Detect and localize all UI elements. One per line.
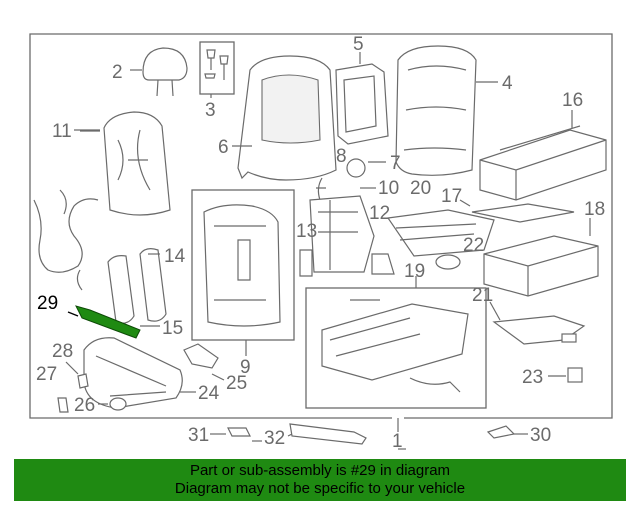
diagram-outer-frame xyxy=(29,33,613,419)
callout-17[interactable]: 17 xyxy=(441,186,462,207)
callout-4[interactable]: 4 xyxy=(502,73,513,94)
callout-1[interactable]: 1 xyxy=(392,431,403,452)
callout-11[interactable]: 11 xyxy=(52,121,72,142)
callout-6[interactable]: 6 xyxy=(218,137,229,158)
banner-line-1: Part or sub-assembly is #29 in diagram xyxy=(189,462,451,479)
banner-line-2: Diagram may not be specific to your vehi… xyxy=(174,480,466,497)
callout-16[interactable]: 16 xyxy=(562,90,583,111)
part-seatback-frame xyxy=(232,55,337,181)
part-side-shield xyxy=(83,337,196,409)
callout-3[interactable]: 3 xyxy=(205,100,216,121)
part-recliner-components xyxy=(316,158,386,201)
callout-21[interactable]: 21 xyxy=(472,285,493,306)
part-side-trim xyxy=(107,248,167,324)
part-cushion-cover xyxy=(479,110,607,201)
callout-leaders xyxy=(80,130,406,450)
part-26-knob xyxy=(109,397,127,411)
callout-7[interactable]: 7 xyxy=(390,153,401,174)
callout-5[interactable]: 5 xyxy=(353,34,364,55)
callout-31[interactable]: 31 xyxy=(188,425,209,446)
part-32-trim xyxy=(287,423,367,445)
callout-26[interactable]: 26 xyxy=(74,395,95,416)
part-headrest-guides xyxy=(199,41,235,98)
part-wiring-harness xyxy=(33,189,99,291)
part-31-clip xyxy=(210,427,251,437)
part-seatback-cover xyxy=(395,45,498,176)
part-27-cap xyxy=(57,397,69,413)
callout-22[interactable]: 22 xyxy=(463,235,484,256)
part-23-module xyxy=(567,367,583,383)
callout-12[interactable]: 12 xyxy=(369,203,390,224)
part-29-highlighted xyxy=(67,305,141,339)
callout-10[interactable]: 10 xyxy=(378,178,399,199)
part-headrest xyxy=(130,47,188,97)
part-22-small xyxy=(435,254,461,270)
callout-13[interactable]: 13 xyxy=(296,221,317,242)
callout-27[interactable]: 27 xyxy=(36,364,57,385)
part-track-assembly xyxy=(299,195,395,277)
part-seatback-panel xyxy=(335,52,389,145)
callout-19[interactable]: 19 xyxy=(404,261,425,282)
part-seat-adjuster-box xyxy=(305,276,487,409)
callout-30[interactable]: 30 xyxy=(530,425,551,446)
callout-28[interactable]: 28 xyxy=(52,341,73,362)
part-seat-frame-box xyxy=(191,189,295,356)
part-25-bracket xyxy=(183,343,219,369)
callout-15[interactable]: 15 xyxy=(162,318,183,339)
callout-18[interactable]: 18 xyxy=(584,199,605,220)
part-30-clip xyxy=(486,425,528,439)
callout-8[interactable]: 8 xyxy=(336,146,347,167)
callout-20[interactable]: 20 xyxy=(410,178,431,199)
seat-parts-diagram: 1 2 3 4 5 6 7 8 9 10 11 12 13 14 15 16 1… xyxy=(29,33,613,452)
part-21-side-panel xyxy=(489,301,586,345)
part-cushion-frame xyxy=(386,199,599,297)
callout-9[interactable]: 9 xyxy=(240,357,251,378)
part-rear-panel xyxy=(74,111,171,216)
callout-29-highlighted[interactable]: 29 xyxy=(37,293,58,314)
info-banner: Part or sub-assembly is #29 in diagram D… xyxy=(14,459,626,501)
callout-24[interactable]: 24 xyxy=(198,383,220,404)
callout-32[interactable]: 32 xyxy=(264,428,285,449)
part-28-switch xyxy=(77,373,89,389)
callout-23[interactable]: 23 xyxy=(522,367,543,388)
callout-2[interactable]: 2 xyxy=(112,62,123,83)
callout-25[interactable]: 25 xyxy=(226,373,247,394)
callout-14[interactable]: 14 xyxy=(164,246,186,267)
